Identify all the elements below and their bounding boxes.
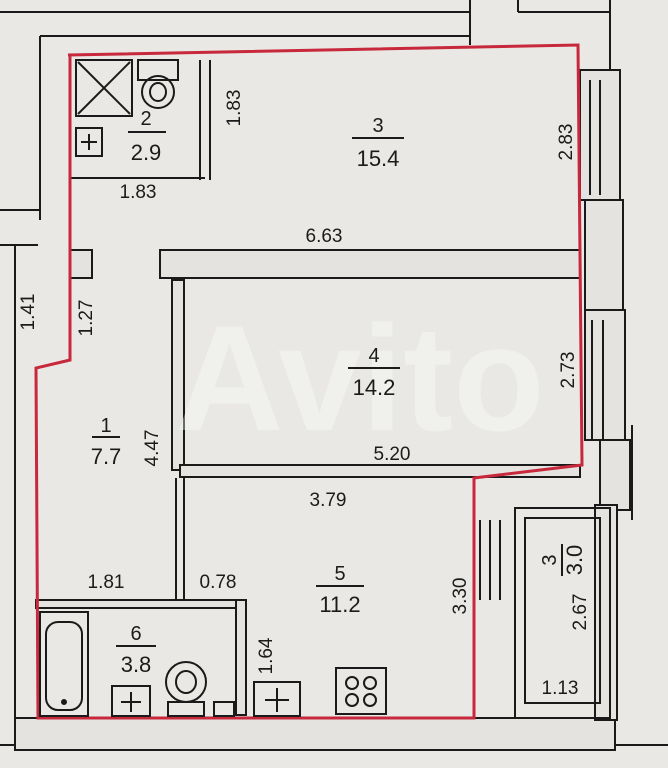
- room-3-area: 15.4: [357, 146, 400, 171]
- room-5-number: 5: [334, 563, 345, 585]
- dim-1-27: 1.27: [76, 300, 97, 337]
- dim-1-81: 1.81: [88, 572, 125, 593]
- room-5-area: 11.2: [319, 592, 360, 617]
- dim-5-20: 5.20: [374, 444, 411, 465]
- avito-watermark: Avito: [175, 294, 544, 462]
- dim-1-83-horizontal: 1.83: [120, 182, 157, 203]
- sink-icon: [75, 127, 103, 157]
- dim-0-78: 0.78: [200, 572, 237, 593]
- dimension-labels: 1.83 1.83 2.83 6.63 1.41 1.27 2.73 4.47 …: [18, 90, 591, 699]
- kitchen-fixtures: [253, 667, 387, 717]
- bathtub-icon: [39, 611, 89, 717]
- dim-1-13: 1.13: [542, 678, 579, 699]
- room-2-area: 2.9: [131, 140, 162, 165]
- dim-2-67: 2.67: [570, 594, 591, 631]
- dim-1-41: 1.41: [18, 294, 39, 331]
- dim-4-47: 4.47: [142, 430, 163, 467]
- dim-2-83: 2.83: [556, 124, 577, 161]
- balcony-area: 3.0: [562, 545, 587, 576]
- shower-tray-icon: [75, 59, 133, 117]
- room-6-number: 6: [130, 623, 141, 645]
- room-4-number: 4: [368, 345, 379, 367]
- toilet-icon: [141, 75, 175, 109]
- room-1-area: 7.7: [91, 444, 122, 469]
- room-2-number: 2: [140, 108, 151, 130]
- room-labels: 1 7.7 2 2.9 3 15.4 4 14.2 5 11.2 6 3.8 3…: [91, 108, 587, 677]
- stove-icon: [335, 667, 387, 715]
- dim-6-63: 6.63: [306, 226, 343, 247]
- room-4-area: 14.2: [353, 375, 396, 400]
- room-6-area: 3.8: [121, 652, 152, 677]
- toilet-room-fixtures: [39, 611, 235, 717]
- kitchen-sink-icon: [253, 681, 301, 717]
- dim-2-73: 2.73: [558, 352, 579, 389]
- balcony-number: 3: [539, 554, 561, 565]
- dim-3-79: 3.79: [310, 490, 347, 511]
- room-1-number: 1: [100, 415, 111, 437]
- dim-1-83-vertical: 1.83: [224, 90, 245, 127]
- balcony: [514, 507, 611, 719]
- dim-1-64: 1.64: [256, 637, 277, 674]
- washbasin-icon: [111, 685, 151, 717]
- interior-walls: [35, 60, 581, 716]
- room-3-number: 3: [372, 115, 383, 137]
- apartment-outline: [34, 43, 584, 720]
- dim-3-30: 3.30: [450, 578, 471, 615]
- bathroom-fixtures: [75, 59, 179, 157]
- right-windows: [479, 80, 604, 600]
